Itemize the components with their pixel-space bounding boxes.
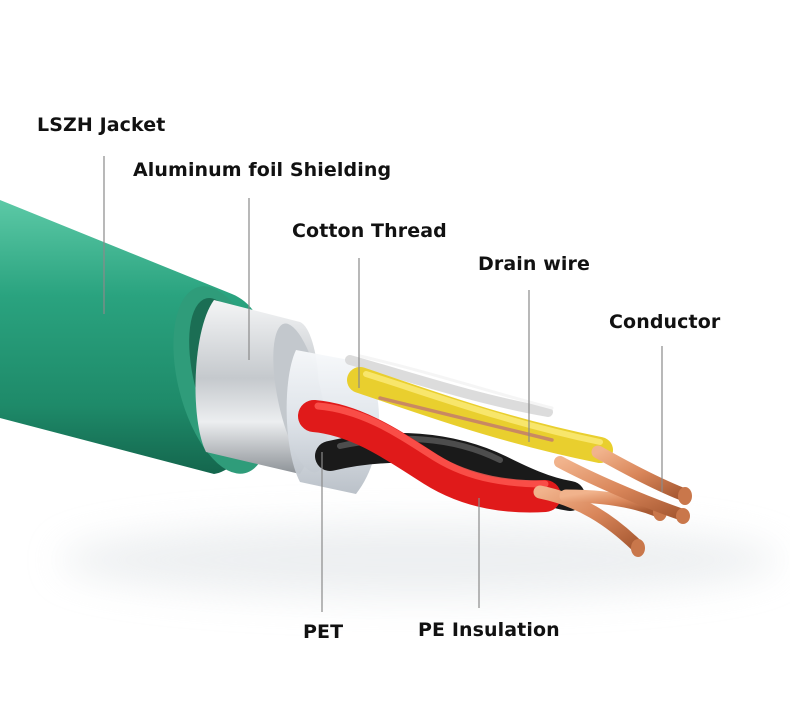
drain-wire-part [378, 396, 554, 442]
label-pet: PET [303, 621, 344, 643]
label-aluminum-foil-shielding: Aluminum foil Shielding [133, 159, 392, 181]
label-lszh-jacket: LSZH Jacket [37, 114, 166, 136]
label-cotton-thread: Cotton Thread [292, 220, 447, 242]
yellow-core-part [347, 367, 613, 463]
leader-lines [103, 156, 663, 612]
label-drain-wire: Drain wire [478, 253, 590, 275]
copper-conductors-part [533, 445, 692, 557]
label-pe-insulation: PE Insulation [418, 619, 560, 641]
label-conductor: Conductor [609, 311, 721, 333]
floor-shadow [60, 522, 780, 598]
red-core-part [298, 400, 561, 513]
